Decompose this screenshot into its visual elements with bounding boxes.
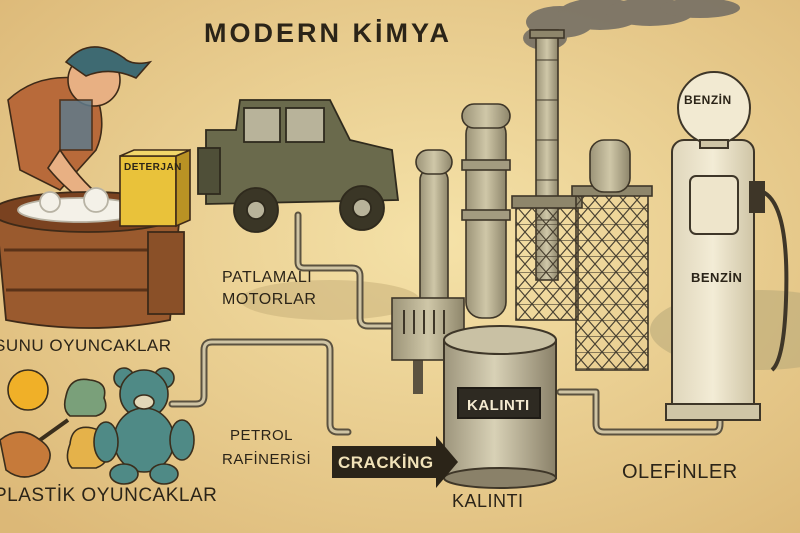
- refinery: [391, 29, 653, 371]
- pipes-highlight: [170, 213, 722, 434]
- teddy-bear: [93, 367, 195, 485]
- label-refinery-line1: PETROL: [230, 427, 294, 444]
- ball: [7, 369, 49, 411]
- residue-tank: [443, 325, 557, 489]
- guitar: [0, 431, 51, 478]
- label-detergent-box: DETERJAN: [124, 162, 182, 173]
- page-title: MODERN KİMYA: [204, 18, 453, 48]
- label-refinery-line2: RAFİNERİSİ: [222, 451, 312, 468]
- gas-pump: [665, 71, 789, 421]
- label-residue: KALINTI: [452, 491, 524, 511]
- label-tank: KALINTI: [467, 397, 530, 414]
- label-cracking: CRACKİNG: [338, 453, 434, 472]
- duck-top: [63, 378, 107, 417]
- lattice-tower-right: [575, 189, 649, 371]
- label-engines-line1: PATLAMALI: [222, 269, 313, 286]
- wash-tub: [0, 187, 185, 329]
- cracking-arrow: [332, 436, 458, 488]
- vintage-car: [197, 99, 400, 233]
- label-plastic-toys: PLASTİK OYUNCAKLAR: [0, 485, 218, 506]
- label-pump-body: BENZİN: [691, 270, 743, 285]
- label-olefins: OLEFİNLER: [622, 461, 738, 483]
- label-pump-top: BENZİN: [684, 93, 732, 107]
- headscarf: [64, 46, 153, 79]
- woman-washing: [7, 46, 153, 208]
- toys: [0, 367, 195, 485]
- lattice-tower-left: [515, 199, 579, 321]
- label-toys-top: SUNU OYUNCAKLAR: [0, 336, 172, 355]
- label-engines-line2: MOTORLAR: [222, 291, 317, 308]
- detergent-box: [119, 148, 191, 228]
